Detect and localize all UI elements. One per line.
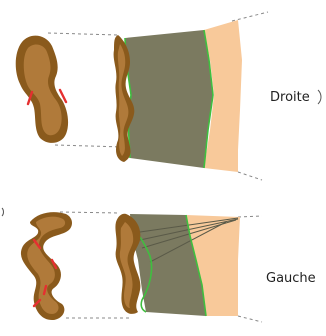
label-droite: Droite (270, 91, 310, 104)
bottom-panel (21, 212, 262, 322)
top-gray-region (125, 30, 213, 168)
label-gauche: Gauche (266, 272, 316, 285)
top-panel (16, 12, 268, 180)
